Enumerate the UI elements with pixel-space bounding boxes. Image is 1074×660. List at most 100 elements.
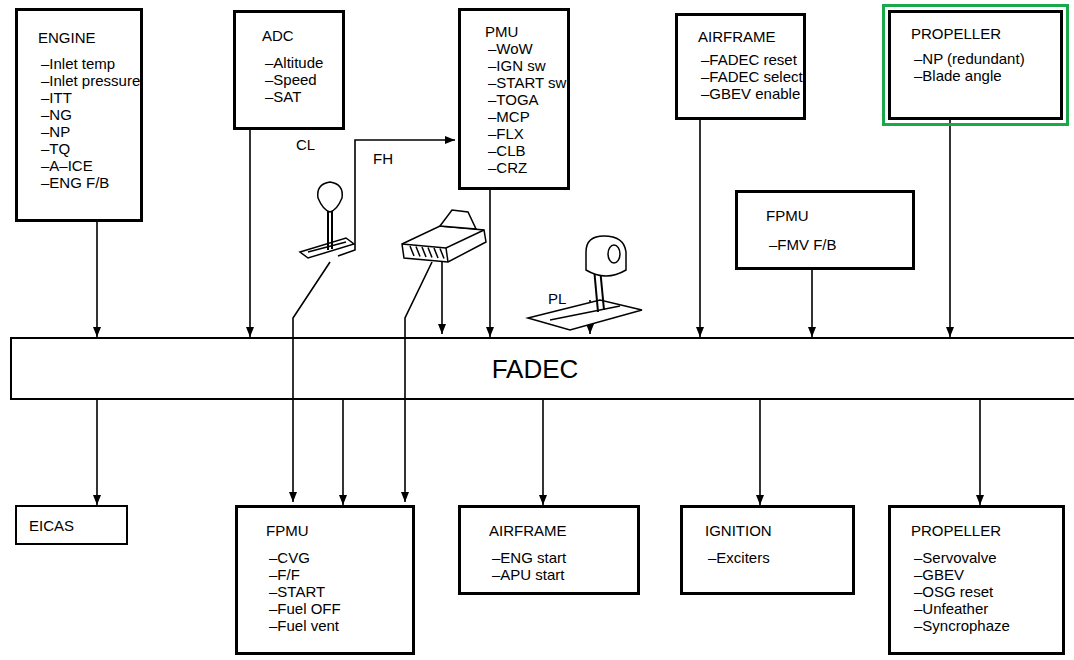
signal-item: –A–ICE <box>38 157 132 174</box>
lever-label: PL <box>548 290 566 307</box>
signal-item: –FADEC select <box>698 68 795 85</box>
grip-line <box>422 247 426 257</box>
signal-item: –Fuel vent <box>266 617 404 634</box>
input-box: ADC –Altitude–Speed–SAT <box>233 10 345 130</box>
pl-slot-plate <box>528 300 642 330</box>
signal-item: –Unfeather <box>911 600 1054 617</box>
highlighted-input-box: PROPELLER –NP (redundant)–Blade angle <box>888 10 1063 120</box>
signal-item: –ENG start <box>489 549 629 566</box>
signal-item: –NP (redundant) <box>911 50 1052 67</box>
cl-stick <box>327 208 329 250</box>
signal-arrow <box>699 120 701 337</box>
signal-item: –TQ <box>38 140 132 157</box>
signal-item: –SAT <box>262 88 334 105</box>
fh-body <box>402 226 486 262</box>
output-box: PROPELLER –Servovalve–GBEV–OSG reset–Unfe… <box>888 505 1065 655</box>
signal-item: –NP <box>38 123 132 140</box>
signal-item: –Altitude <box>262 54 334 71</box>
signal-arrow <box>759 400 761 505</box>
condition-lever <box>300 182 354 258</box>
signal-item: –START <box>266 583 404 600</box>
signal-item: –MCP <box>485 108 559 125</box>
signal-item: –CVG <box>266 549 404 566</box>
fadec-band: FADEC <box>10 337 1074 400</box>
signal-arrow <box>979 400 981 505</box>
cl-to-fpmu-wire <box>293 262 330 502</box>
signal-arrow <box>249 130 251 337</box>
box-heading: FPMU <box>266 522 404 539</box>
pl-slot <box>550 306 620 320</box>
pl-button <box>608 245 620 263</box>
output-box: FPMU –CVG–F/F–START–Fuel OFF–Fuel vent <box>235 505 415 655</box>
signal-item: –Fuel OFF <box>266 600 404 617</box>
output-box: AIRFRAME –ENG start–APU start <box>458 505 640 595</box>
cl-stick <box>331 208 333 249</box>
signal-item: –CRZ <box>485 159 559 176</box>
signal-item: –Blade angle <box>911 67 1052 84</box>
fh-grip-lines <box>410 246 444 259</box>
signal-arrow <box>949 120 951 337</box>
signal-item: –Inlet temp <box>38 55 132 72</box>
signal-item: –NG <box>38 106 132 123</box>
lever-label: FH <box>373 150 393 167</box>
signal-arrow <box>342 400 344 505</box>
signal-item: –F/F <box>266 566 404 583</box>
input-box: AIRFRAME –FADEC reset–FADEC select–GBEV e… <box>675 13 806 120</box>
grip-line <box>428 248 432 258</box>
signal-item: –GBEV <box>911 566 1054 583</box>
lever-label: CL <box>296 136 315 153</box>
signal-item: –OSG reset <box>911 583 1054 600</box>
output-box: IGNITION –Exciters <box>680 505 855 595</box>
box-heading: AIRFRAME <box>489 522 629 539</box>
input-box: ENGINE–Inlet temp–Inlet pressure–ITT–NG–… <box>15 8 143 222</box>
signal-item: –Servovalve <box>911 549 1054 566</box>
signal-item: –FADEC reset <box>698 51 795 68</box>
signal-item: –ITT <box>38 89 132 106</box>
signal-item: –TOGA <box>485 91 559 108</box>
box-heading: FPMU <box>766 207 904 224</box>
fh-to-fadec-wire <box>441 262 443 334</box>
fh-to-fpmu-wire <box>405 262 432 502</box>
signal-item: –START sw <box>485 74 559 91</box>
power-lever <box>528 236 642 330</box>
cl-knob <box>318 182 343 212</box>
box-heading: FADEC <box>492 354 579 384</box>
box-heading: PROPELLER <box>911 25 1052 42</box>
signal-item: –IGN sw <box>485 57 559 74</box>
fh-grip <box>440 210 476 229</box>
fuel-handle <box>402 210 486 262</box>
box-heading: AIRFRAME <box>698 28 795 45</box>
signal-arrow <box>811 270 813 337</box>
signal-arrow <box>489 190 491 337</box>
grip-line <box>434 248 438 258</box>
signal-item: –CLB <box>485 142 559 159</box>
box-heading: ADC <box>262 27 334 44</box>
input-box: FPMU –FMV F/B <box>735 190 915 270</box>
box-heading: ENGINE <box>38 29 132 46</box>
grip-line <box>416 247 420 257</box>
fh-edge <box>402 230 484 248</box>
signal-item: –Inlet pressure <box>38 72 132 89</box>
signal-item: –Speed <box>262 71 334 88</box>
box-heading: EICAS <box>29 517 118 534</box>
signal-item: –FMV F/B <box>766 236 904 253</box>
signal-item: –Exciters <box>705 549 844 566</box>
signal-item: –ENG F/B <box>38 174 132 191</box>
output-box: EICAS <box>15 505 128 545</box>
signal-arrow <box>542 400 544 505</box>
box-heading: IGNITION <box>705 522 844 539</box>
fh-edge <box>446 248 448 262</box>
grip-line <box>410 246 414 256</box>
input-box: PMU–WoW–IGN sw–START sw–TOGA–MCP–FLX–CLB… <box>458 8 570 190</box>
signal-item: –WoW <box>485 40 559 57</box>
signal-item: –APU start <box>489 566 629 583</box>
grip-line <box>440 249 444 259</box>
signal-item: –FLX <box>485 125 559 142</box>
box-heading: PMU <box>485 23 559 40</box>
box-heading: PROPELLER <box>911 522 1054 539</box>
pl-head <box>586 236 626 276</box>
signal-item: –Syncrophaze <box>911 617 1054 634</box>
signal-item: –GBEV enable <box>698 85 795 102</box>
